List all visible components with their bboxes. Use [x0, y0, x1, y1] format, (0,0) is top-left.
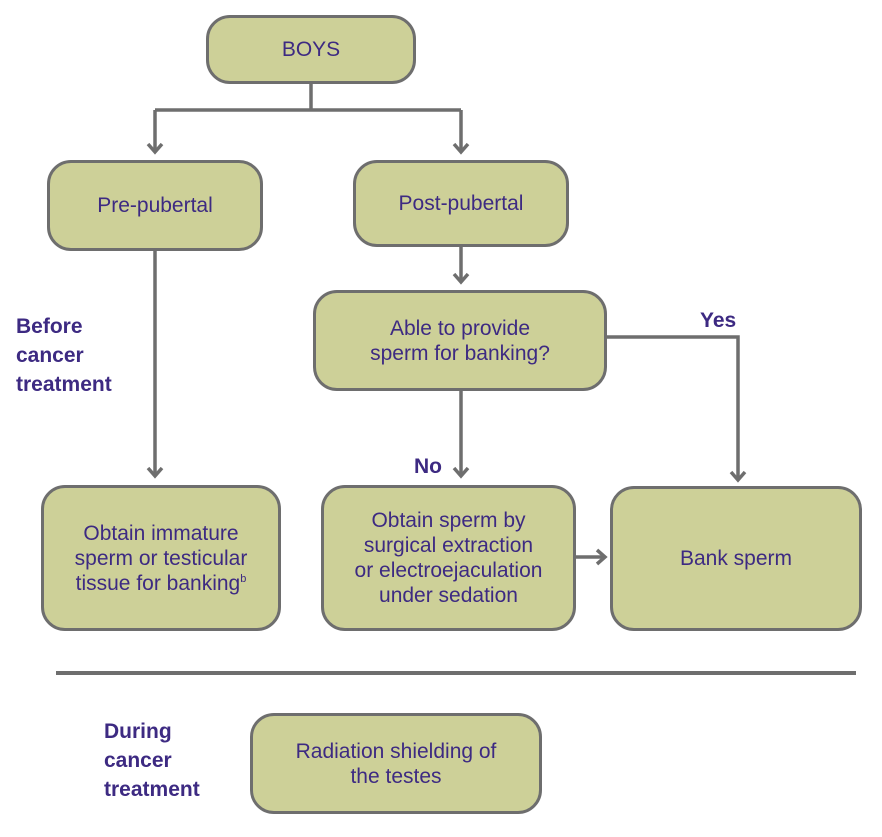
connector-able-to-bank [607, 335, 740, 480]
node-post-pubertal: Post-pubertal [353, 160, 569, 247]
node-pre-pubertal-label: Pre-pubertal [97, 194, 213, 217]
node-immature-line-2: sperm or testicular [74, 546, 248, 570]
node-bank-sperm: Bank sperm [610, 486, 862, 631]
arrowhead-to-surgical [452, 466, 470, 479]
footnote-marker-b: b [240, 572, 247, 585]
label-during-line-1: During [104, 720, 172, 743]
label-during-cancer-treatment: During cancer treatment [104, 717, 200, 804]
node-obtain-surgical: Obtain sperm by surgical extraction or e… [321, 485, 576, 631]
node-pre-pubertal: Pre-pubertal [47, 160, 263, 251]
label-before-line-3: treatment [16, 373, 112, 396]
arrowhead-to-able [452, 272, 470, 285]
label-yes: Yes [700, 309, 737, 332]
label-during-line-3: treatment [104, 778, 200, 801]
node-immature-line-1: Obtain immature [83, 521, 239, 545]
label-before-line-2: cancer [16, 344, 84, 367]
node-surgical-line-2: surgical extraction [363, 534, 534, 557]
label-before-cancer-treatment: Before cancer treatment [16, 312, 112, 399]
node-immature-line-3-text: tissue for banking [75, 571, 241, 595]
node-bank-sperm-label: Bank sperm [679, 547, 793, 570]
node-radiation-line-1: Radiation shielding of [295, 739, 497, 763]
node-able-to-provide: Able to provide sperm for banking? [313, 290, 607, 391]
node-boys: BOYS [206, 15, 416, 84]
label-no: No [414, 455, 442, 478]
arrowhead-to-post-pubertal [452, 142, 470, 155]
node-surgical-line-4: under sedation [379, 584, 518, 607]
node-surgical-line-1: Obtain sperm by [371, 509, 526, 532]
node-boys-label: BOYS [281, 38, 341, 61]
node-obtain-immature: Obtain immature sperm or testicular tiss… [41, 485, 281, 631]
node-surgical-line-3: or electroejaculation [354, 559, 543, 582]
arrowhead-to-pre-pubertal [146, 142, 164, 155]
arrowhead-to-immature [146, 466, 164, 479]
arrowhead-to-bank [729, 470, 747, 483]
label-before-line-1: Before [16, 315, 83, 338]
node-post-pubertal-label: Post-pubertal [398, 192, 524, 215]
node-able-line-2: sperm for banking? [370, 341, 550, 365]
arrowhead-surgical-to-bank [595, 548, 608, 566]
label-during-line-2: cancer [104, 749, 172, 772]
node-able-line-1: Able to provide [389, 316, 531, 340]
node-radiation-shielding: Radiation shielding of the testes [250, 713, 542, 814]
node-radiation-line-2: the testes [350, 764, 442, 788]
node-immature-line-3: tissue for bankingb [76, 571, 247, 596]
connector-boys-split [153, 84, 463, 152]
